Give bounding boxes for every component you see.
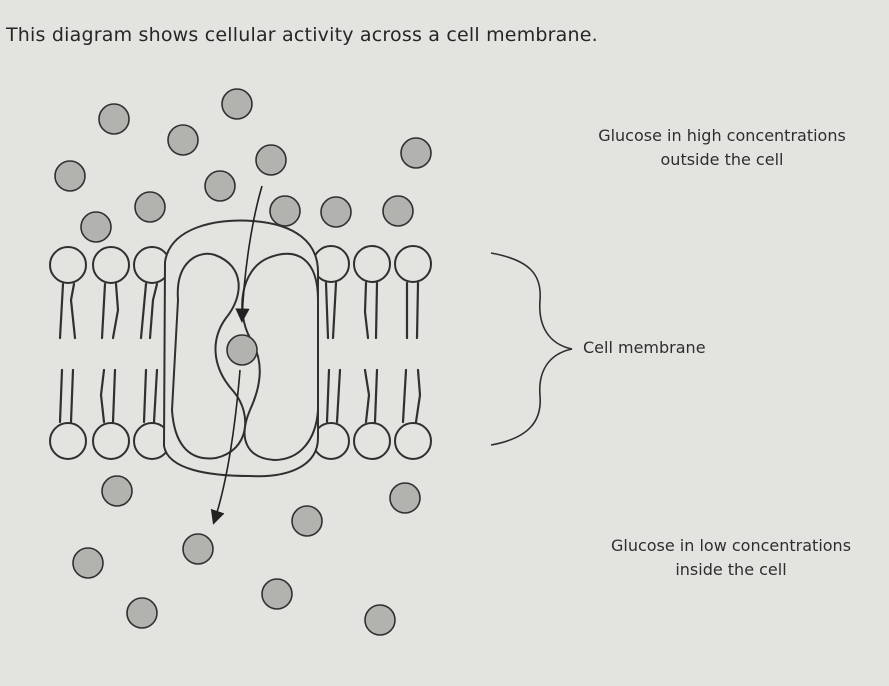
glucose-molecule [221, 88, 253, 120]
glucose-molecule [54, 160, 86, 192]
glucose-molecule [182, 533, 214, 565]
arrow-exit [210, 369, 241, 525]
question-text: This diagram shows cellular activity acr… [6, 24, 598, 46]
glucose-in-channel [226, 334, 258, 366]
glucose-molecule [126, 597, 158, 629]
glucose-molecule [255, 144, 287, 176]
glucose-outside-group [54, 88, 432, 243]
glucose-molecule [382, 195, 414, 227]
arrow-entry [235, 185, 263, 323]
phospholipid-tails-bottom [58, 368, 422, 424]
glucose-molecule [80, 211, 112, 243]
glucose-molecule [98, 103, 130, 135]
glucose-inside-group [72, 475, 421, 636]
glucose-molecule [389, 482, 421, 514]
glucose-molecule [291, 505, 323, 537]
glucose-molecule [134, 191, 166, 223]
phospholipid-tails-top [58, 281, 420, 340]
glucose-molecule [364, 604, 396, 636]
phospholipid-heads-top [49, 245, 432, 284]
label-inside: Glucose in low concentrations inside the… [610, 536, 852, 579]
label-outside: Glucose in high concentrations outside t… [598, 126, 846, 169]
transport-protein [162, 219, 319, 478]
label-cell-membrane: Cell membrane [583, 338, 706, 357]
glucose-molecule [400, 137, 432, 169]
glucose-path-arrows [210, 185, 263, 525]
membrane-brace [490, 252, 573, 446]
glucose-molecule [269, 195, 301, 227]
glucose-molecule [101, 475, 133, 507]
glucose-molecule [204, 170, 236, 202]
glucose-molecule [320, 196, 352, 228]
glucose-molecule [167, 124, 199, 156]
glucose-molecule [72, 547, 104, 579]
glucose-molecule [261, 578, 293, 610]
